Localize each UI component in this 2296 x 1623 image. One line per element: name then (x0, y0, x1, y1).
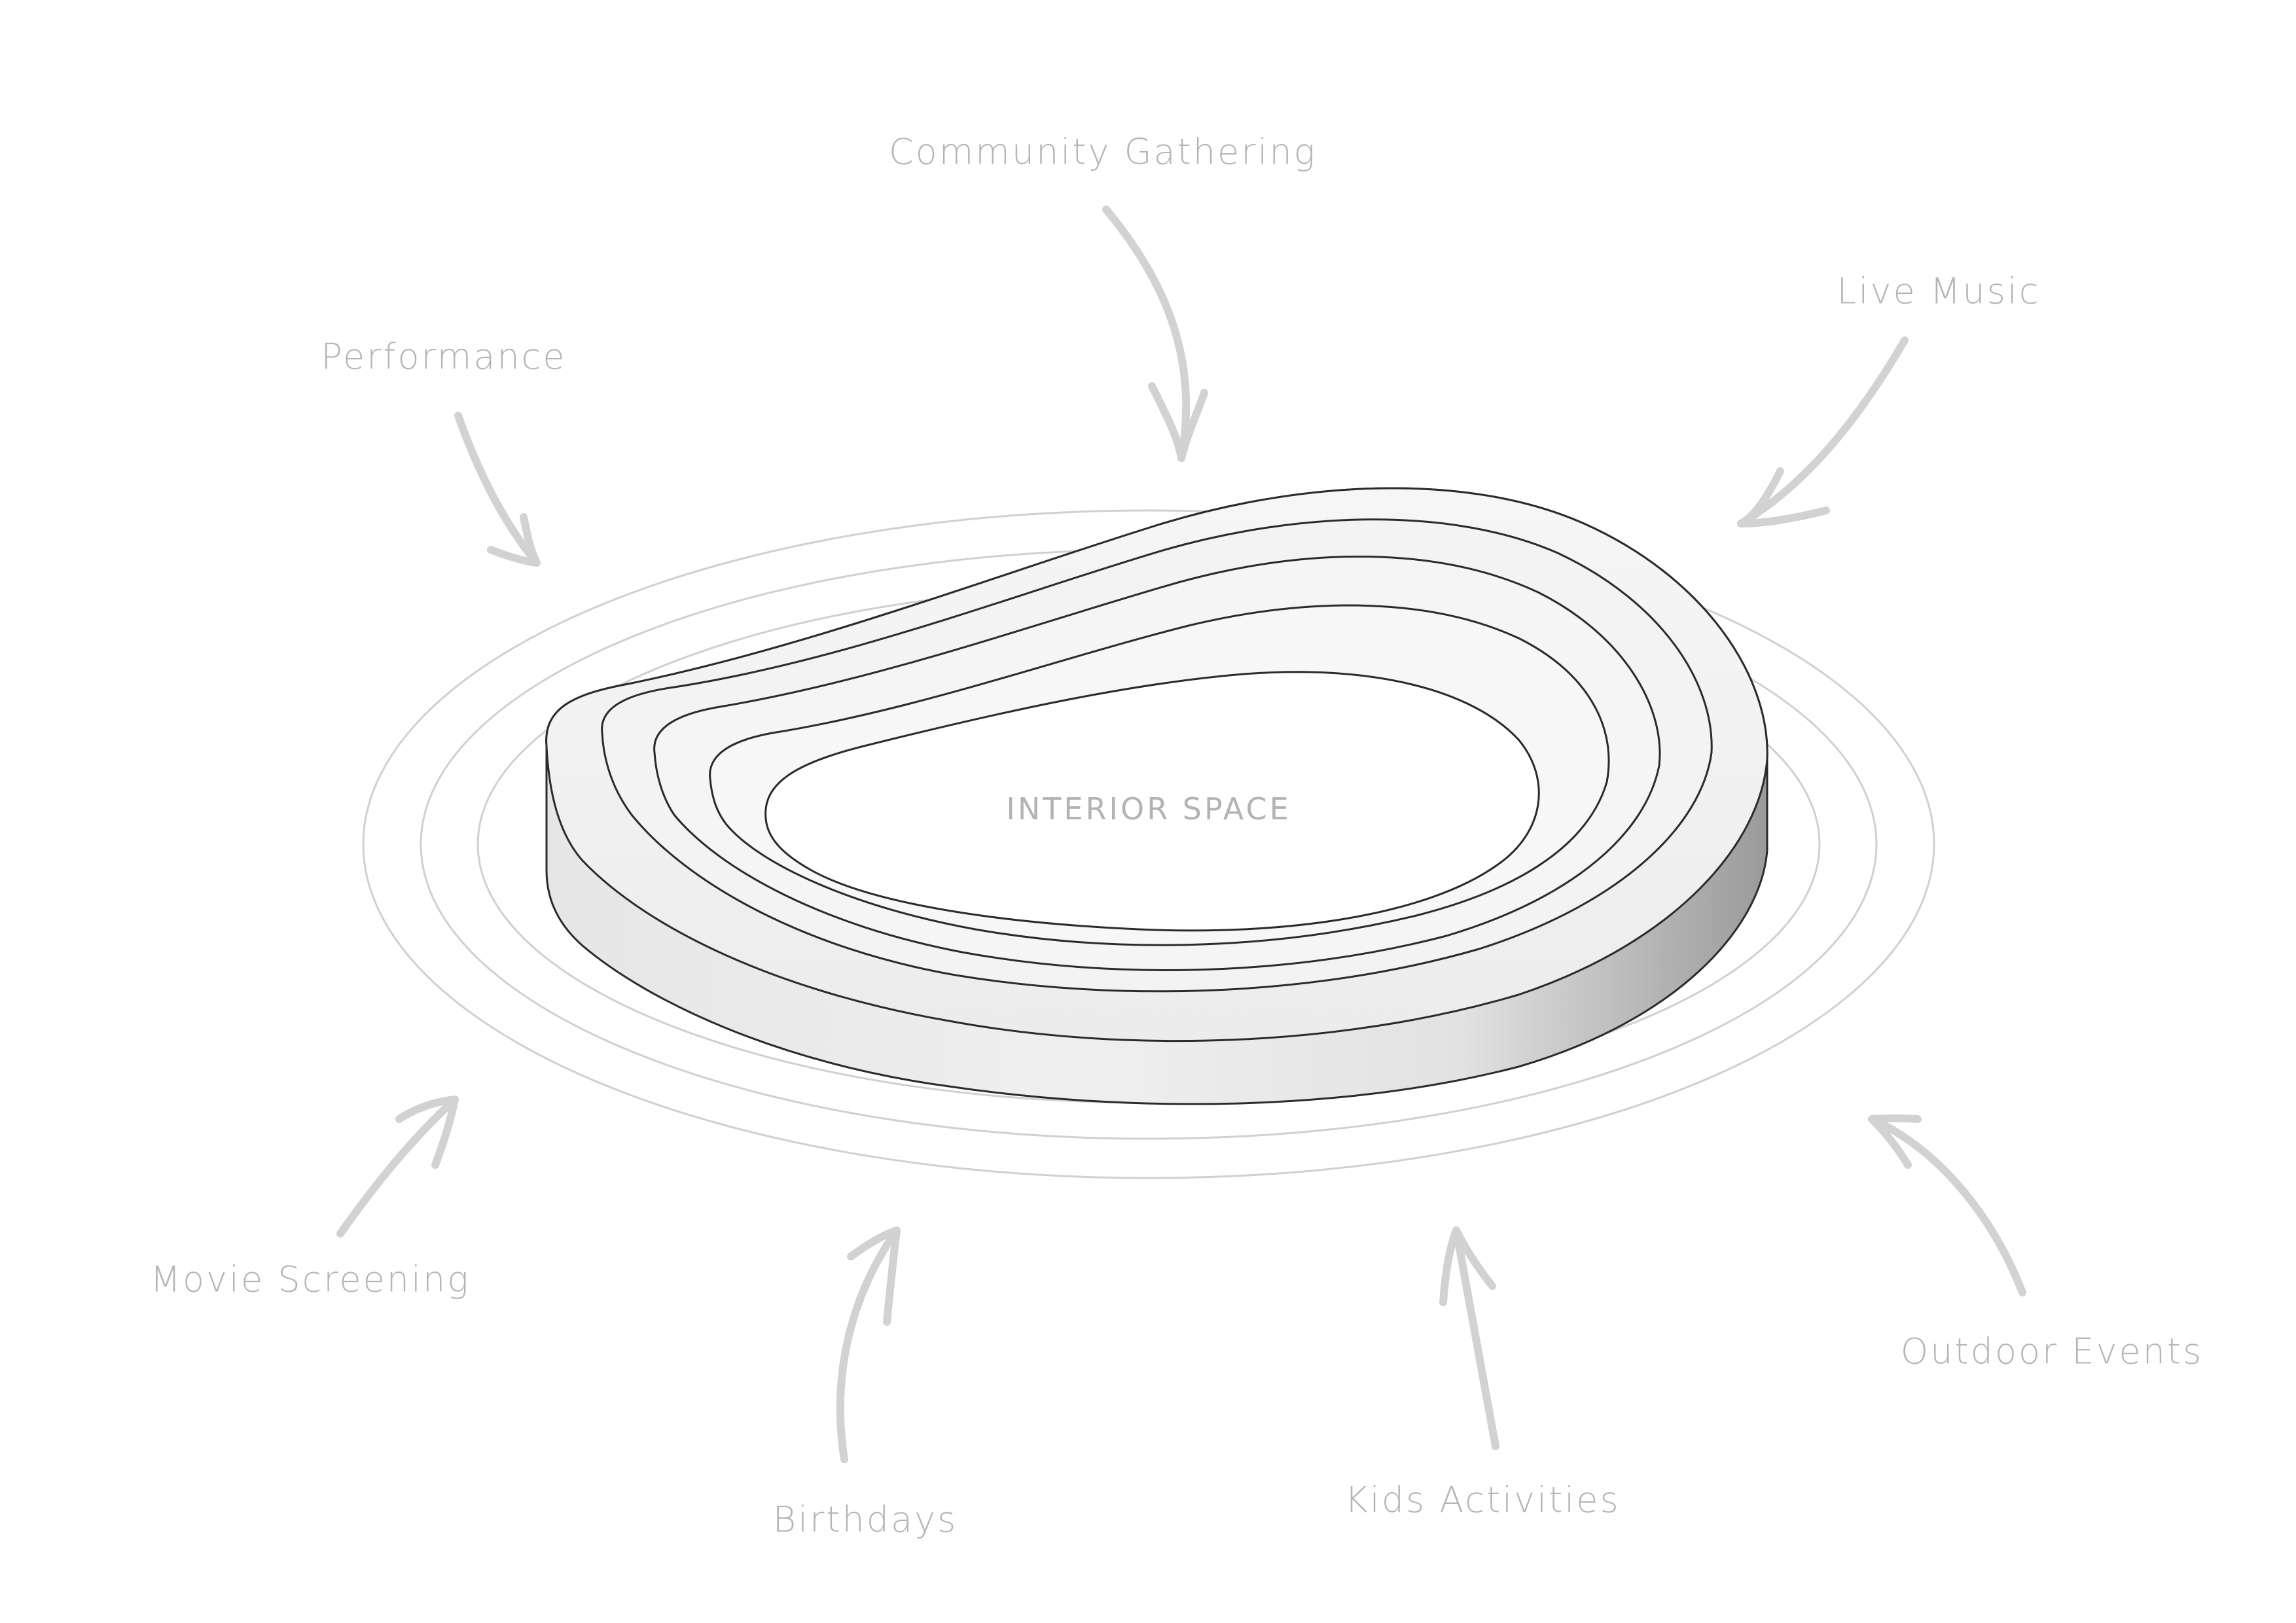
arrow-community-gathering (1102, 205, 1208, 462)
label-movie-screening: Movie Screening (150, 1258, 471, 1300)
label-performance: Performance (321, 336, 567, 378)
arrow-performance (454, 412, 541, 567)
activity-arrows (336, 205, 2026, 1463)
label-kids-activities: Kids Activities (1344, 1479, 1621, 1521)
label-community-gathering: Community Gathering (888, 131, 1318, 173)
arrow-movie-screening (336, 1096, 459, 1238)
label-outdoor-events: Outdoor Events (1900, 1330, 2204, 1372)
arrow-outdoor-events (1868, 1114, 2026, 1296)
arrow-birthdays (836, 1226, 901, 1463)
arrow-kids-activities (1439, 1226, 1499, 1450)
interior-space-label: INTERIOR SPACE (1006, 791, 1291, 827)
interior-space-opening (764, 671, 1540, 932)
ground-ring-outer (362, 509, 1935, 1179)
label-live-music: Live Music (1837, 270, 2041, 312)
arrow-live-music (1737, 336, 1909, 527)
label-birthdays: Birthdays (772, 1499, 958, 1541)
ring-structure (545, 487, 1768, 1105)
